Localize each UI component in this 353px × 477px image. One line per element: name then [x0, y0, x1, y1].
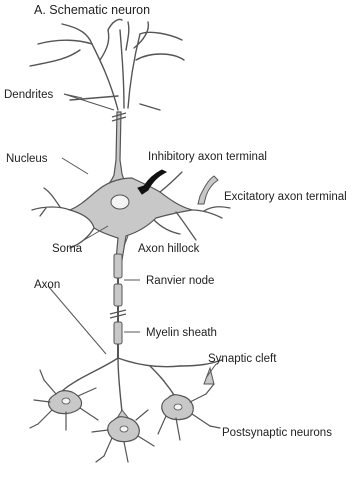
label-postsynaptic-neurons: Postsynaptic neurons: [222, 427, 332, 439]
label-myelin-sheath: Myelin sheath: [146, 327, 217, 339]
label-soma: Soma: [52, 243, 83, 255]
label-nucleus: Nucleus: [6, 153, 48, 165]
label-inhibitory-axon-terminal: Inhibitory axon terminal: [148, 151, 267, 163]
label-ranvier-node: Ranvier node: [146, 275, 214, 287]
myelin-segment-1: [114, 254, 122, 278]
label-synaptic-cleft: Synaptic cleft: [208, 353, 277, 365]
main-neuron: [32, 112, 230, 358]
diagram-title: A. Schematic neuron: [34, 3, 150, 17]
axon-terminal-branches: [58, 358, 222, 412]
label-axon-hillock: Axon hillock: [138, 243, 200, 255]
label-dendrites: Dendrites: [4, 89, 53, 101]
postsynaptic-neuron-1: [30, 370, 98, 430]
nucleus-shape: [111, 195, 129, 209]
label-axon: Axon: [34, 279, 60, 291]
label-excitatory-axon-terminal: Excitatory axon terminal: [224, 191, 347, 203]
postsynaptic-neuron-2: [92, 410, 154, 462]
postsynaptic-neuron-3: [158, 384, 220, 440]
myelin-segment-2: [114, 284, 122, 306]
excitatory-axon-terminal: [198, 176, 218, 204]
myelin-segment-3: [114, 322, 122, 344]
